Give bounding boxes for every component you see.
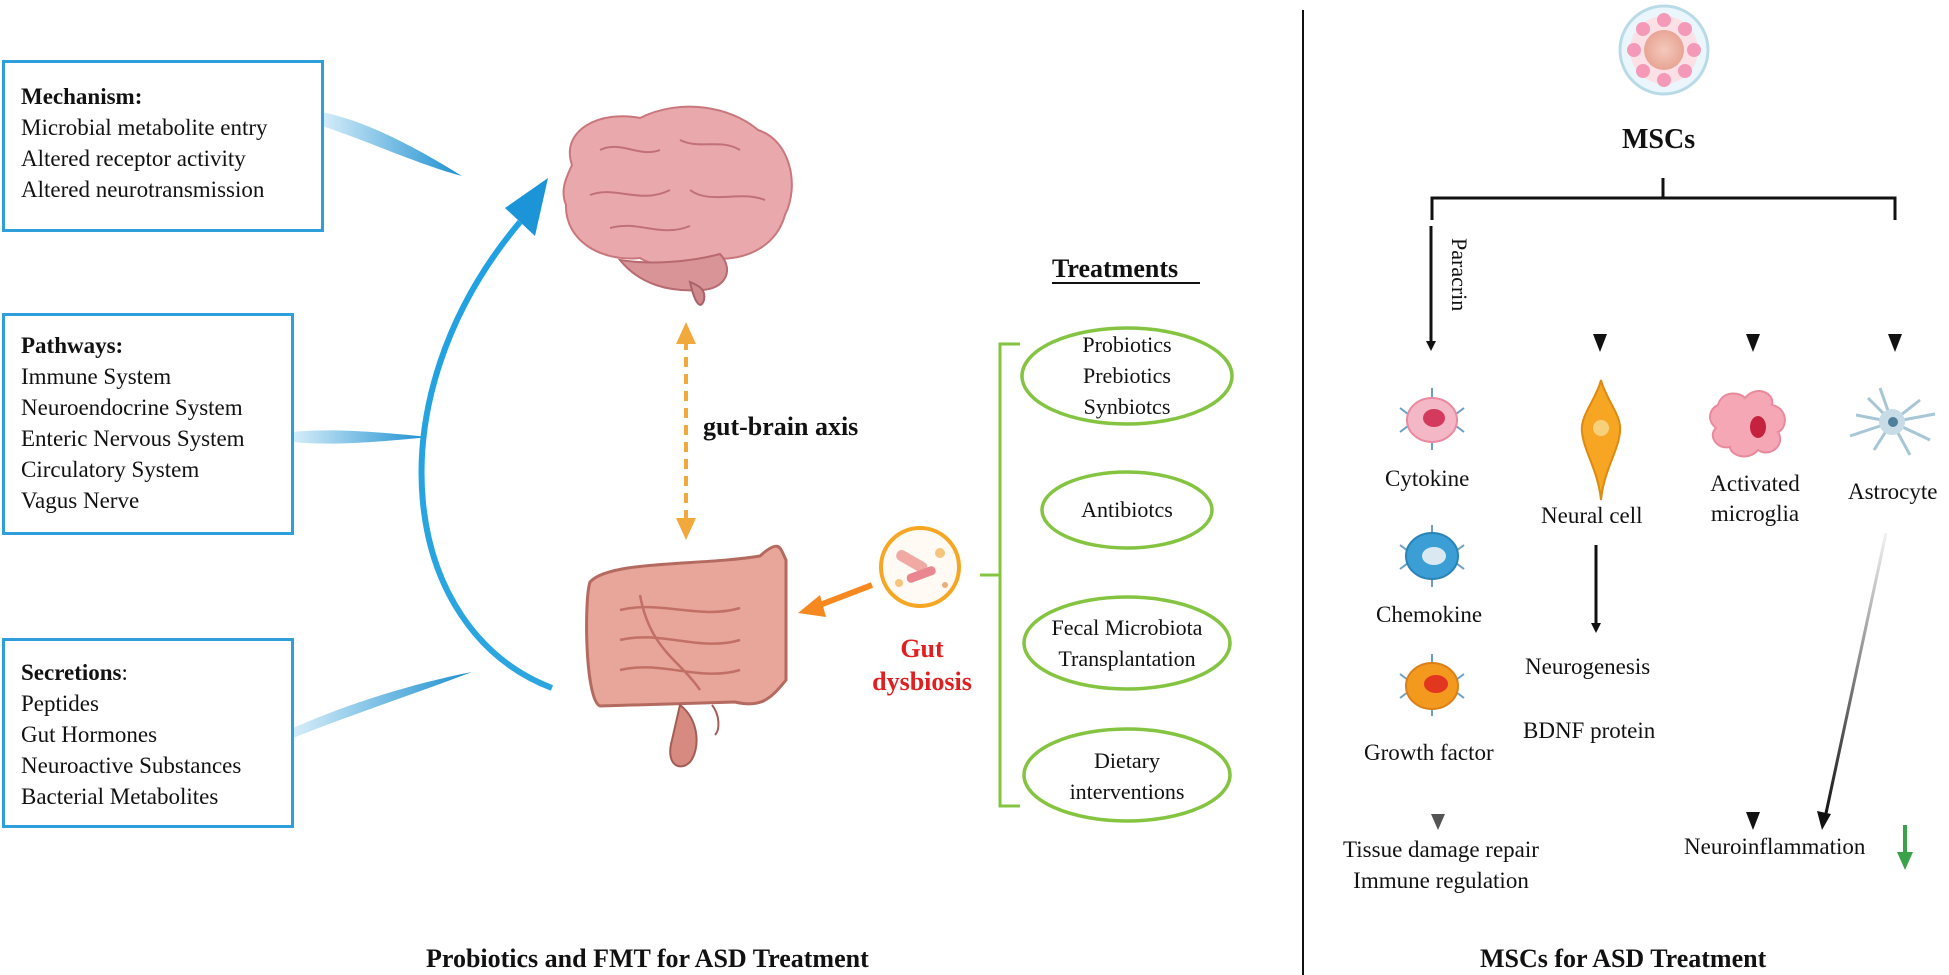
treatment-oval-probiotics bbox=[1020, 326, 1234, 426]
growth-to-repair-arrowhead bbox=[1431, 814, 1445, 830]
pathways-heading: Pathways: bbox=[21, 333, 124, 358]
neural-cell-label: Neural cell bbox=[1541, 503, 1643, 528]
treatments-bracket bbox=[980, 342, 1020, 808]
pathways-item: Enteric Nervous System bbox=[21, 426, 245, 451]
dysbiosis-arrowhead bbox=[798, 595, 826, 617]
activated-microglia-icon bbox=[1709, 390, 1786, 458]
pathways-box: Pathways: Immune System Neuroendocrine S… bbox=[2, 313, 294, 535]
mechanism-item: Altered receptor activity bbox=[21, 146, 246, 171]
cytokine-cell-icon bbox=[1399, 388, 1465, 450]
right-panel-caption: MSCs for ASD Treatment bbox=[1480, 944, 1767, 973]
mechanism-heading: Mechanism: bbox=[21, 84, 143, 109]
msc-bracket bbox=[1430, 178, 1897, 220]
growth-factor-cell-icon bbox=[1399, 654, 1465, 716]
treatment-oval-diet bbox=[1022, 727, 1232, 823]
tissue-repair-label: Tissue damage repair Immune regulation bbox=[1326, 834, 1556, 896]
treatment-probiotics-text: Probiotics Prebiotics Synbiotcs bbox=[1022, 329, 1232, 422]
astrocyte-arrowhead bbox=[1888, 334, 1902, 352]
left-panel-caption: Probiotics and FMT for ASD Treatment bbox=[426, 944, 869, 973]
axis-arrowhead-up bbox=[676, 322, 696, 344]
treatment-line: interventions bbox=[1069, 779, 1185, 804]
outcome-line: Immune regulation bbox=[1353, 868, 1529, 893]
cytokine-label: Cytokine bbox=[1385, 466, 1470, 491]
secretions-heading-colon: : bbox=[121, 660, 128, 685]
axis-arrowhead-down bbox=[676, 518, 696, 540]
decrease-arrowhead bbox=[1897, 852, 1913, 870]
secretions-heading: Secretions bbox=[21, 660, 122, 685]
chemokine-label: Chemokine bbox=[1376, 602, 1483, 627]
treatment-line: Prebiotics bbox=[1083, 363, 1171, 388]
gut-dysbiosis-label: Gut dysbiosis bbox=[872, 632, 972, 698]
secretions-item: Gut Hormones bbox=[21, 722, 158, 747]
pathways-wedge bbox=[293, 430, 428, 444]
treatment-line: Fecal Microbiota bbox=[1051, 615, 1203, 640]
treatment-oval-fmt bbox=[1022, 595, 1232, 691]
astrocyte-icon bbox=[1849, 387, 1936, 456]
microglia-to-inflammation-arrowhead bbox=[1746, 812, 1760, 830]
treatments-heading: Treatments bbox=[1052, 254, 1179, 283]
neural-arrowhead bbox=[1593, 334, 1607, 352]
mechanism-wedge bbox=[322, 112, 462, 176]
pathways-item: Circulatory System bbox=[21, 457, 200, 482]
microglia-line: Activated bbox=[1710, 471, 1800, 496]
pathways-item: Vagus Nerve bbox=[21, 488, 140, 513]
dysbiosis-line: Gut bbox=[900, 634, 944, 663]
secretions-item: Bacterial Metabolites bbox=[21, 784, 219, 809]
neural-cell-icon bbox=[1580, 379, 1622, 501]
msc-title: MSCs bbox=[1622, 124, 1696, 155]
astrocyte-to-inflammation-arrow bbox=[1823, 532, 1888, 819]
activated-microglia-label: Activated microglia bbox=[1700, 469, 1810, 529]
treatment-line: Transplantation bbox=[1058, 646, 1196, 671]
secretions-wedge bbox=[293, 672, 472, 738]
treatment-oval-antibiotics bbox=[1040, 470, 1214, 550]
treatment-line: Synbiotcs bbox=[1083, 394, 1171, 419]
paracrin-label: Paracrin bbox=[1447, 238, 1472, 312]
outcome-line: Tissue damage repair bbox=[1343, 837, 1539, 862]
intestine-icon bbox=[585, 544, 788, 768]
mechanism-item: Altered neurotransmission bbox=[21, 177, 265, 202]
neurogenesis-label: Neurogenesis bbox=[1525, 654, 1651, 679]
arc-arrowhead bbox=[505, 178, 548, 236]
treatment-antibiotics-text: Antibiotcs bbox=[1042, 494, 1212, 525]
secretions-box: Secretions: Peptides Gut Hormones Neuroa… bbox=[2, 638, 294, 828]
secretions-item: Neuroactive Substances bbox=[21, 753, 242, 778]
treatment-line: Dietary bbox=[1094, 748, 1160, 773]
pathways-item: Neuroendocrine System bbox=[21, 395, 243, 420]
gut-brain-axis-label: gut-brain axis bbox=[703, 412, 859, 441]
gut-to-brain-arc bbox=[418, 220, 554, 691]
msc-dish-icon bbox=[1618, 4, 1710, 96]
chemokine-cell-icon bbox=[1399, 525, 1465, 587]
bdnf-label: BDNF protein bbox=[1523, 718, 1656, 743]
microglia-arrowhead bbox=[1746, 334, 1760, 352]
treatment-line: Probiotics bbox=[1082, 332, 1172, 357]
secretions-item: Peptides bbox=[21, 691, 99, 716]
dysbiosis-line: dysbiosis bbox=[872, 667, 972, 696]
treatment-line: Antibiotcs bbox=[1081, 497, 1173, 522]
brain-icon bbox=[562, 105, 793, 306]
bacteria-icon bbox=[895, 548, 948, 588]
mechanism-box: Mechanism: Microbial metabolite entry Al… bbox=[2, 60, 324, 232]
astrocyte-to-inflammation-arrowhead bbox=[1817, 811, 1831, 830]
treatment-diet-text: Dietary interventions bbox=[1024, 745, 1230, 807]
astrocyte-label: Astrocyte bbox=[1848, 479, 1938, 504]
growth-factor-label: Growth factor bbox=[1364, 740, 1494, 765]
pathways-item: Immune System bbox=[21, 364, 172, 389]
treatment-fmt-text: Fecal Microbiota Transplantation bbox=[1024, 612, 1230, 674]
neuroinflammation-label: Neuroinflammation bbox=[1684, 834, 1866, 859]
mechanism-item: Microbial metabolite entry bbox=[21, 115, 268, 140]
microglia-line: microglia bbox=[1710, 501, 1800, 526]
